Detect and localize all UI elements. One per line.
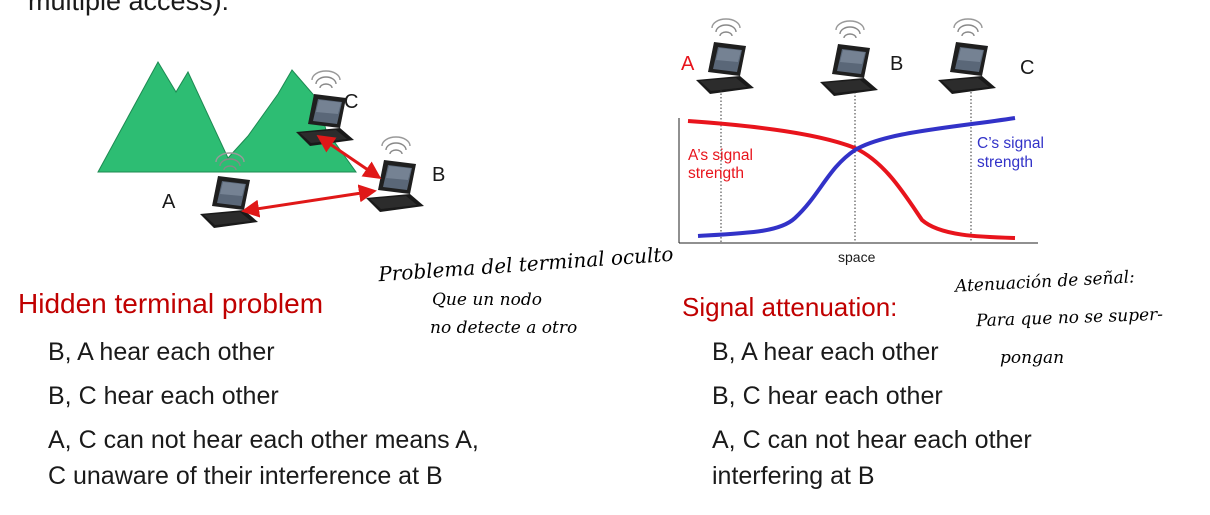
hidden-terminal-bullet-3: A, C can not hear each other means A, [48,426,479,454]
hidden-terminal-bullet-4: C unaware of their interference at B [48,462,443,490]
hidden-terminal-bullet-1: B, A hear each other [48,338,275,366]
laptop-c-icon [937,18,997,95]
series-a-line [687,119,1016,240]
handwritten-note-4: Atenuación de señal: [954,267,1136,297]
handwritten-note-6: pongan [1000,348,1065,368]
node-label-c: C [1020,57,1034,79]
hidden-terminal-title: Hidden terminal problem [18,288,324,319]
signal-attenuation-bullet-4: interfering at B [712,462,875,490]
series-c-label-line2: strength [977,154,1033,171]
node-label-b: B [890,53,903,75]
x-axis-label: space [838,249,876,265]
series-a-label: A’s signal strength [688,147,757,182]
handwritten-note-5: Para que no se super- [975,304,1164,332]
signal-attenuation-bullet-2: B, C hear each other [712,382,943,410]
signal-attenuation-bullet-1: B, A hear each other [712,338,939,366]
series-c-line [697,116,1016,238]
series-c-label: C’s signal strength [977,135,1048,171]
node-label-c: C [344,91,358,113]
series-a-label-line1: A’s signal [688,147,753,164]
series-a-label-line2: strength [688,165,744,182]
laptop-a-icon [695,18,755,95]
handwritten-note-2: Que un nodo [432,290,542,310]
header-text: multiple access): [28,0,230,16]
signal-attenuation-title: Signal attenuation: [682,292,898,322]
laptop-b-icon [819,20,879,97]
signal-attenuation-diagram: A B C A’s signal strength C’s signal str… [678,18,1048,265]
handwritten-note-3: no detecte a otro [430,318,578,338]
arrow-a-b [241,184,377,218]
series-c-label-line1: C’s signal [977,135,1044,152]
node-label-a: A [681,53,695,75]
arrow-c-b [316,134,382,180]
node-label-a: A [162,191,176,213]
hidden-terminal-diagram: C B A [97,60,445,229]
hidden-terminal-bullet-2: B, C hear each other [48,382,279,410]
laptop-b-icon [365,136,425,213]
node-label-b: B [432,164,445,186]
signal-attenuation-bullet-3: A, C can not hear each other [712,426,1032,454]
